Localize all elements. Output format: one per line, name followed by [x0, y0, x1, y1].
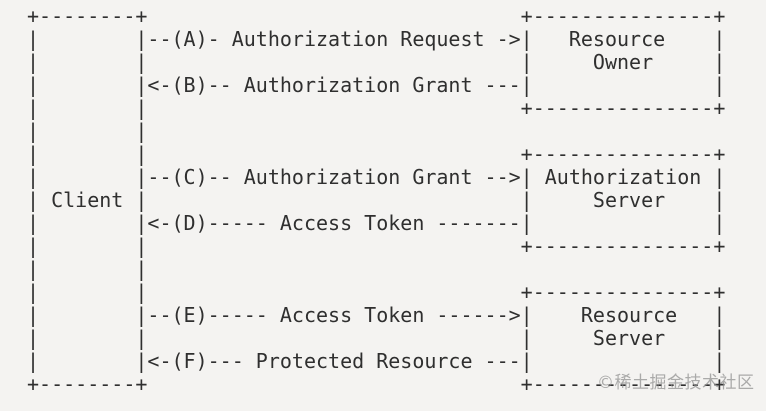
oauth-flow-ascii-diagram: +--------+ +---------------+ | |--(A)- A…: [27, 4, 726, 396]
juejin-watermark: ©稀土掘金技术社区: [597, 373, 755, 393]
